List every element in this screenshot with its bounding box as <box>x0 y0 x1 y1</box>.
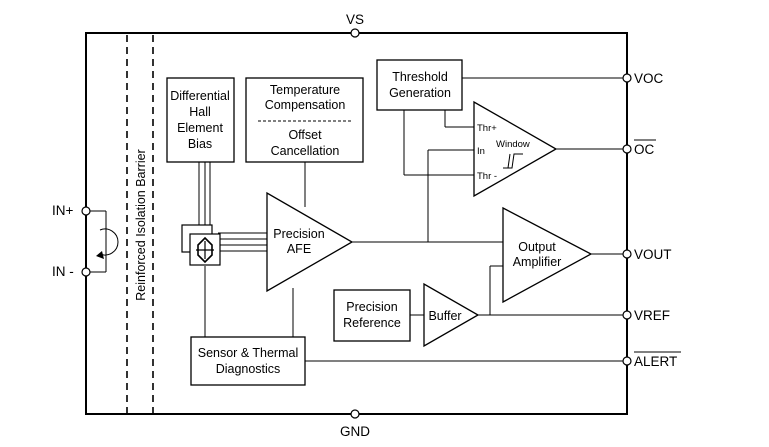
oc-label: OC <box>634 142 655 157</box>
gnd-label: GND <box>340 424 370 439</box>
vs-label: VS <box>346 12 364 27</box>
hall-bias-block: Differential Hall Element Bias <box>166 77 235 163</box>
hall-element-icon <box>181 224 221 266</box>
temperature-compensation-block: Temperature Compensation Offset Cancella… <box>245 77 364 163</box>
precision-reference-block: Precision Reference <box>333 289 411 342</box>
vout-label: VOUT <box>634 247 672 262</box>
output-amplifier: Output Amplifier <box>502 206 593 304</box>
hall-bias-line-1: Differential <box>170 89 230 103</box>
window-comparator: Thr+ In Thr - Window <box>473 100 558 198</box>
vout-pin <box>622 249 632 259</box>
diagnostics-line-2: Diagnostics <box>216 362 281 376</box>
in-plus-label: IN+ <box>52 203 74 218</box>
voc-label: VOC <box>634 71 664 86</box>
alert-label: ALERT <box>634 354 677 369</box>
offset-line-1: Offset <box>288 128 322 142</box>
window-label: Window <box>496 139 530 150</box>
buffer-label: Buffer <box>428 309 461 323</box>
window-thr-plus-label: Thr+ <box>477 123 497 134</box>
reference-line-2: Reference <box>343 316 401 330</box>
afe-line-1: Precision <box>273 227 324 241</box>
window-in-label: In <box>477 146 485 157</box>
buffer-amplifier: Buffer <box>423 282 480 348</box>
hall-bias-line-4: Bias <box>188 137 212 151</box>
voc-pin <box>622 73 632 83</box>
in-plus-pin <box>81 206 91 216</box>
diagnostics-line-1: Sensor & Thermal <box>198 346 299 360</box>
temp-comp-line-1: Temperature <box>270 83 340 97</box>
offset-line-2: Cancellation <box>271 144 340 158</box>
diagnostics-block: Sensor & Thermal Diagnostics <box>190 336 306 386</box>
input-current-path <box>86 210 119 273</box>
output-amp-line-1: Output <box>518 240 556 254</box>
oc-pin <box>622 144 632 154</box>
in-minus-label: IN - <box>52 264 74 279</box>
afe-line-2: AFE <box>287 242 311 256</box>
window-thr-minus-label: Thr - <box>477 171 497 182</box>
vref-label: VREF <box>634 308 670 323</box>
threshold-line-2: Generation <box>389 86 451 100</box>
signal-wires <box>198 77 623 362</box>
gnd-pin <box>350 409 360 419</box>
hysteresis-icon <box>503 153 523 169</box>
threshold-generation-block: Threshold Generation <box>376 59 463 111</box>
precision-afe-amplifier: Precision AFE <box>266 191 354 293</box>
reference-line-1: Precision <box>346 300 397 314</box>
in-minus-pin <box>81 267 91 277</box>
vref-pin <box>622 310 632 320</box>
alert-pin <box>622 356 632 366</box>
temp-comp-line-2: Compensation <box>265 98 346 112</box>
threshold-line-1: Threshold <box>392 70 448 84</box>
hall-bias-line-3: Element <box>177 121 223 135</box>
output-amp-line-2: Amplifier <box>513 255 562 269</box>
isolation-barrier-label: Reinforced Isolation Barrier <box>134 149 148 300</box>
hall-bias-line-2: Hall <box>189 105 211 119</box>
vs-pin <box>350 28 360 38</box>
